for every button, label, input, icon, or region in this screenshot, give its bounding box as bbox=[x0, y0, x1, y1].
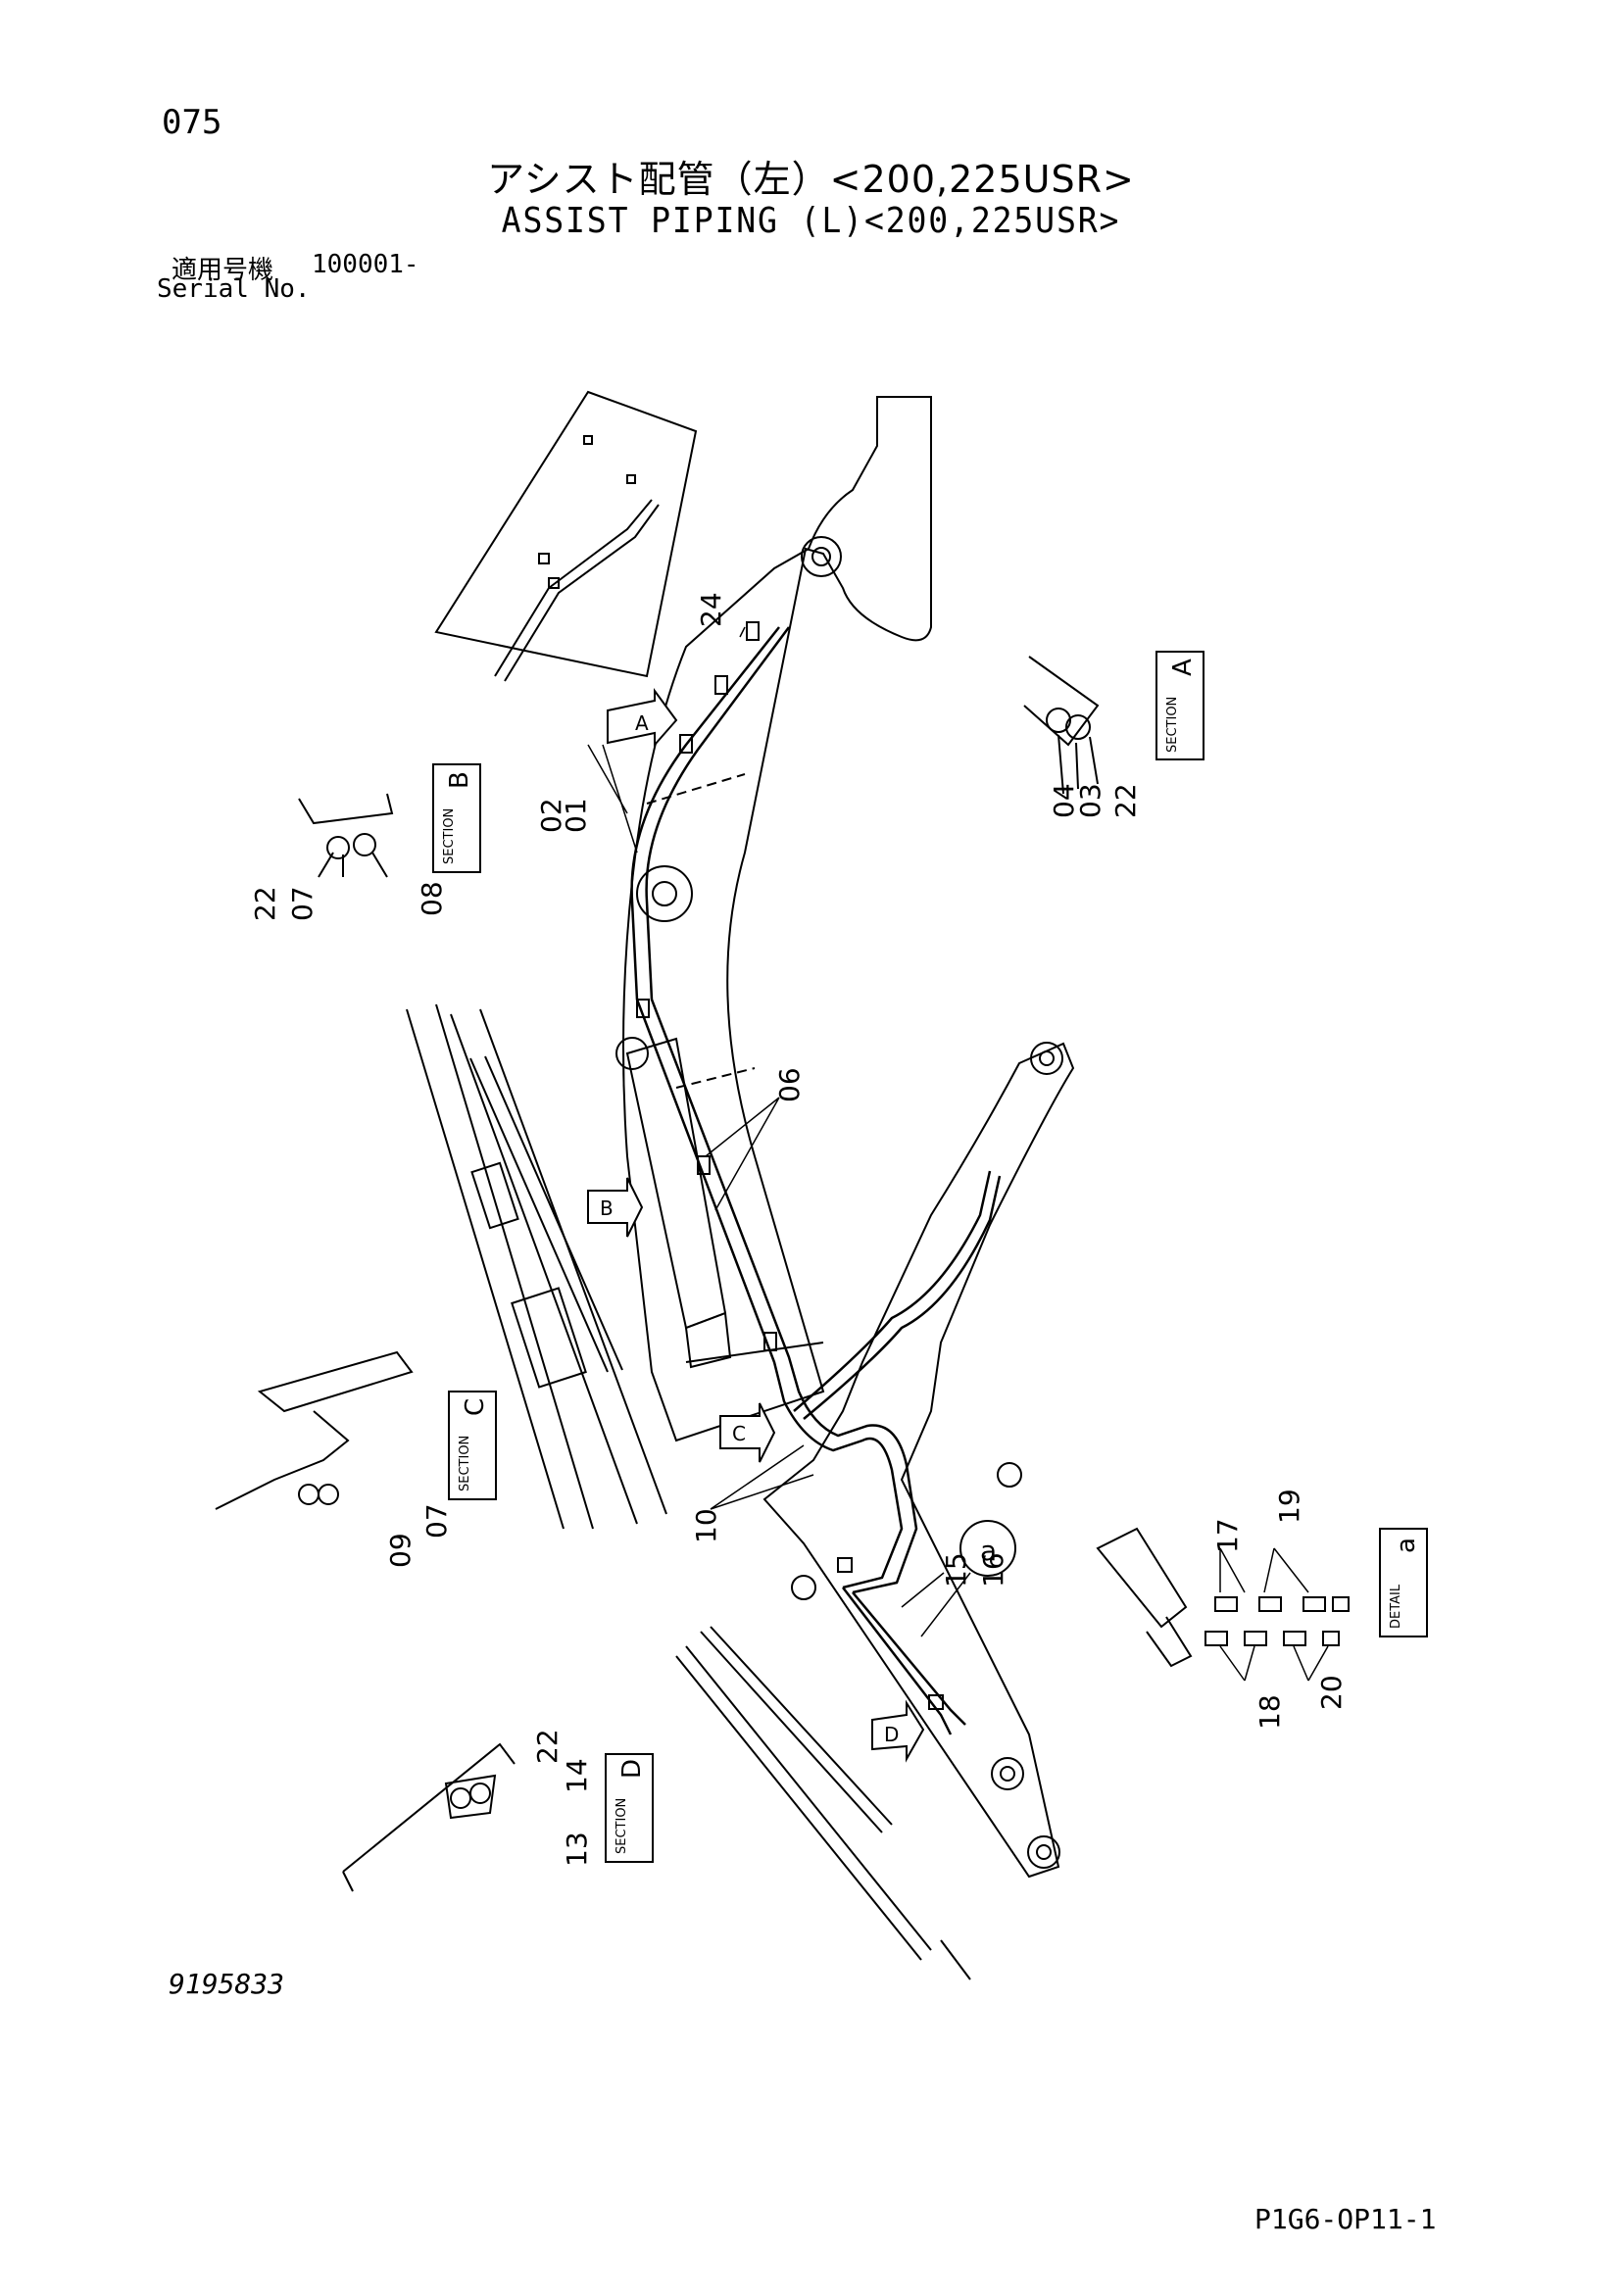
callout-sec-c-09: 09 bbox=[384, 1533, 417, 1568]
callout-sec-d-13: 13 bbox=[561, 1832, 593, 1867]
view-arrow-a: A bbox=[607, 687, 678, 748]
detail-a-label: DETAIL bbox=[1389, 1584, 1403, 1629]
boom-outline bbox=[622, 396, 932, 1442]
detail-a-marker-circle bbox=[959, 1520, 1016, 1577]
section-a-box bbox=[1155, 651, 1204, 760]
callout-06: 06 bbox=[773, 1067, 806, 1102]
detail-a-letter: a bbox=[1392, 1538, 1421, 1553]
view-arrow-d: D bbox=[871, 1699, 925, 1763]
leader-lines bbox=[587, 626, 1329, 1682]
callout-sec-b-08: 08 bbox=[416, 881, 448, 916]
section-c-letter: C bbox=[461, 1398, 490, 1416]
serial-label-english: Serial No. bbox=[157, 274, 311, 304]
callout-sec-c-07: 07 bbox=[420, 1503, 453, 1539]
section-d-view bbox=[342, 1742, 516, 1892]
callout-detail-18: 18 bbox=[1253, 1694, 1286, 1730]
section-d-label: SECTION bbox=[614, 1798, 629, 1854]
detail-a-box bbox=[1379, 1528, 1428, 1637]
section-d-letter: D bbox=[617, 1759, 647, 1779]
pipe-clamps bbox=[636, 621, 944, 1710]
section-a-label: SECTION bbox=[1165, 697, 1180, 753]
page-title-japanese: アシスト配管（左）<200,225USR> bbox=[487, 158, 1135, 201]
callout-sec-a-04: 04 bbox=[1048, 783, 1080, 818]
svg-text:C: C bbox=[732, 1422, 746, 1445]
callout-detail-19: 19 bbox=[1273, 1489, 1305, 1524]
section-d-box bbox=[605, 1753, 654, 1863]
view-arrow-c: C bbox=[719, 1402, 776, 1463]
arm-outline bbox=[762, 1042, 1075, 1879]
drawing-number: 9195833 bbox=[169, 1968, 285, 2000]
callout-sec-b-22: 22 bbox=[249, 886, 281, 921]
view-arrow-b: B bbox=[587, 1177, 644, 1238]
callout-a: a bbox=[980, 1535, 997, 1567]
assist-pipes bbox=[630, 626, 1002, 1735]
page-code: P1G6-OP11-1 bbox=[1254, 2203, 1437, 2235]
svg-text:B: B bbox=[600, 1197, 614, 1220]
section-a-letter: A bbox=[1168, 659, 1198, 676]
boom-cylinder bbox=[615, 1037, 732, 1369]
section-c-view bbox=[215, 1350, 414, 1510]
left-long-view bbox=[406, 1003, 667, 1530]
callout-15: 15 bbox=[940, 1552, 972, 1588]
callout-10: 10 bbox=[690, 1508, 722, 1543]
section-b-label: SECTION bbox=[442, 808, 457, 864]
callout-sec-a-22: 22 bbox=[1109, 783, 1142, 818]
page-number: 075 bbox=[162, 103, 222, 142]
callout-sec-b-07: 07 bbox=[286, 886, 319, 921]
callout-sec-d-14: 14 bbox=[561, 1758, 593, 1793]
section-b-letter: B bbox=[445, 771, 474, 789]
callout-detail-17: 17 bbox=[1211, 1518, 1244, 1553]
callout-sec-a-03: 03 bbox=[1074, 783, 1106, 818]
serial-value: 100001- bbox=[312, 250, 419, 279]
section-b-view bbox=[298, 793, 394, 878]
callout-02: 02 bbox=[535, 798, 567, 833]
section-c-box bbox=[448, 1391, 497, 1500]
callout-detail-20: 20 bbox=[1315, 1675, 1348, 1710]
svg-text:D: D bbox=[884, 1723, 899, 1746]
page-title-english: ASSIST PIPING (L)<200,225USR> bbox=[501, 201, 1121, 241]
serial-label-japanese: 適用号機 bbox=[172, 256, 274, 285]
section-c-label: SECTION bbox=[458, 1436, 472, 1491]
callout-16: 16 bbox=[977, 1552, 1009, 1588]
section-a-view bbox=[1023, 656, 1100, 795]
lower-long-view bbox=[675, 1626, 971, 1980]
section-b-box bbox=[432, 763, 481, 873]
callout-01: 01 bbox=[560, 798, 592, 833]
upper-left-view bbox=[434, 390, 698, 682]
callout-labels: 24 02 01 06 10 15 16 a 04 03 22 22 07 08… bbox=[249, 592, 1348, 1867]
svg-text:A: A bbox=[635, 711, 649, 735]
callout-24: 24 bbox=[695, 592, 727, 627]
callout-sec-d-22: 22 bbox=[531, 1729, 564, 1764]
detail-a-view bbox=[1096, 1527, 1350, 1668]
